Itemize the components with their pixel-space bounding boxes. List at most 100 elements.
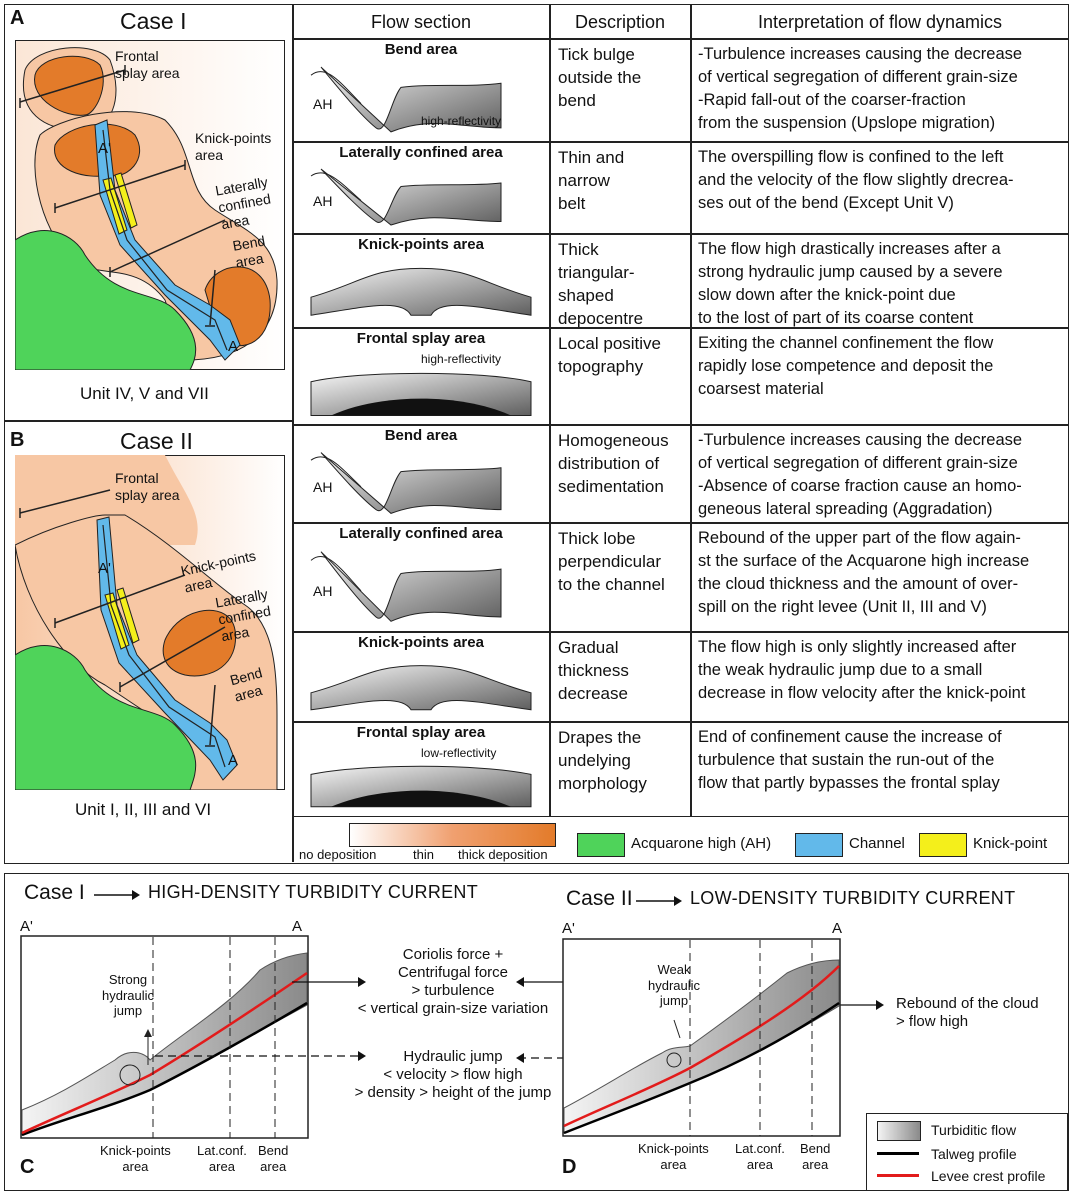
flow-section-title: Laterally confined area	[339, 525, 503, 542]
flow-section-profile	[310, 765, 532, 808]
gradient-label-none: no deposition	[299, 847, 377, 862]
center-top-text: Coriolis force + Centrifugal force > tur…	[357, 946, 549, 1017]
legend-levee-line	[877, 1174, 919, 1177]
case2-label-frontal: Frontal splay area	[115, 470, 180, 503]
left-column-border	[292, 4, 294, 862]
legend-label-knick: Knick-point	[973, 835, 1048, 852]
strong-jump-label: Strong hydraulic jump	[102, 972, 155, 1019]
c-axis-lat: Lat.conf. area	[197, 1143, 247, 1174]
gradient-label-thin: thin	[413, 847, 434, 862]
center-bottom-text: Hydraulic jump < velocity > flow high > …	[354, 1048, 552, 1101]
description-cell: Thick triangular- shaped depocentre	[558, 240, 644, 328]
table-row-divider	[293, 233, 1069, 235]
header-flow-section: Flow section	[370, 12, 472, 32]
legend-swatch-knick	[919, 833, 967, 857]
flow-section-cell: Knick-points area	[293, 632, 549, 722]
c-axis-bend: Bend area	[258, 1143, 289, 1174]
description-cell: Tick bulge outside the bend	[558, 45, 642, 110]
flow-section-title: Knick-points area	[358, 236, 484, 253]
ah-label: AH	[313, 96, 333, 112]
legend-turbiditic-swatch	[877, 1121, 921, 1141]
d-axis-lat: Lat.conf. area	[735, 1141, 785, 1172]
flow-table: Flow section Description Interpretation …	[293, 4, 1069, 816]
flow-section-profile	[310, 66, 502, 133]
interpretation-cell: End of confinement cause the increase of…	[698, 728, 1002, 792]
weak-jump-label: Weak hydraulic jump	[648, 962, 701, 1009]
ah-label: AH	[313, 583, 333, 599]
arrow-case1	[94, 890, 140, 900]
case1-label-a: A	[228, 338, 239, 355]
ah-label: AH	[313, 193, 333, 209]
case1-map	[15, 40, 285, 370]
flow-section-title: Frontal splay area	[356, 724, 486, 741]
d-a-prime: A'	[562, 920, 575, 937]
top-figure-frame	[4, 4, 1069, 864]
description-cell: Drapes the undelying morphology	[558, 728, 647, 793]
table-row-divider	[293, 522, 1069, 524]
case1-title: Case I	[120, 8, 187, 34]
case2-bottom-title: Case II	[566, 887, 633, 910]
flow-section-profile	[310, 267, 532, 316]
flow-section-profile	[310, 551, 502, 622]
d-a: A	[832, 920, 843, 937]
description-cell: Local positive topography	[558, 334, 662, 376]
legend-levee-label: Levee crest profile	[931, 1168, 1046, 1184]
panel-letter-b: B	[10, 429, 25, 451]
case2-label-a: A	[228, 752, 239, 769]
flow-section-profile	[310, 372, 532, 416]
case1-label-a-prime: A'	[98, 140, 111, 157]
reflectivity-label: low-reflectivity	[421, 746, 497, 760]
legend-label-channel: Channel	[849, 835, 905, 852]
case1-bottom-title: Case I	[24, 881, 85, 904]
d-axis-bend: Bend area	[800, 1141, 831, 1172]
panel-letter-d: D	[562, 1156, 577, 1178]
description-cell: Thick lobe perpendicular to the channel	[558, 529, 665, 594]
bottom-legend: Turbiditic flow Talweg profile Levee cre…	[866, 1113, 1068, 1191]
flow-section-cell: Frontal splay area low-reflectivity	[293, 722, 549, 816]
bottom-figure-frame	[4, 873, 1069, 1191]
header-interpretation: Interpretation of flow dynamics	[757, 12, 1003, 32]
interpretation-cell: -Turbulence increases causing the decrea…	[698, 45, 1023, 132]
flow-section-title: Laterally confined area	[339, 144, 503, 161]
interpretation-cell: -Turbulence increases causing the decrea…	[698, 431, 1023, 518]
panel-letter-c: C	[20, 1156, 35, 1178]
profile-case1	[20, 935, 309, 1139]
d-axis-knick: Knick-points area	[638, 1141, 709, 1172]
description-cell: Homogeneous distribution of sedimentatio…	[558, 431, 669, 496]
flow-section-title: Bend area	[384, 427, 458, 444]
panel-letter-a: A	[10, 7, 25, 29]
arrow-case2	[636, 896, 682, 906]
case2-map	[15, 455, 285, 790]
legend-swatch-ah	[577, 833, 625, 857]
case2-units: Unit I, II, III and VI	[75, 800, 212, 819]
case1-label-frontal: Frontal splay area	[115, 48, 180, 81]
flow-section-title: Knick-points area	[358, 634, 484, 651]
interpretation-cell: The overspilling flow is confined to the…	[698, 148, 1014, 212]
flow-section-profile	[310, 665, 532, 711]
table-row-divider	[293, 38, 1069, 40]
profile-case2	[562, 938, 841, 1137]
table-row-divider	[293, 141, 1069, 143]
legend-talweg-label: Talweg profile	[931, 1146, 1017, 1162]
deposition-gradient	[349, 823, 556, 847]
reflectivity-label: high-reflectivity	[421, 114, 502, 128]
table-row-divider	[293, 424, 1069, 426]
c-a: A	[292, 918, 303, 935]
c-axis-knick: Knick-points area	[100, 1143, 171, 1174]
flow-section-profile	[310, 168, 502, 226]
flow-section-profile	[310, 452, 502, 514]
gradient-label-thick: thick deposition	[458, 847, 548, 862]
case2-bottom-type: LOW-DENSITY TURBIDITY CURRENT	[690, 888, 1016, 908]
case2-title: Case II	[120, 428, 193, 454]
flow-section-cell: Knick-points area	[293, 234, 549, 328]
ah-label: AH	[313, 479, 333, 495]
reflectivity-label: high-reflectivity	[421, 352, 502, 366]
header-description: Description	[574, 12, 666, 32]
legend-turbiditic-label: Turbiditic flow	[931, 1122, 1017, 1138]
top-legend: no deposition thin thick deposition Acqu…	[293, 816, 1069, 865]
